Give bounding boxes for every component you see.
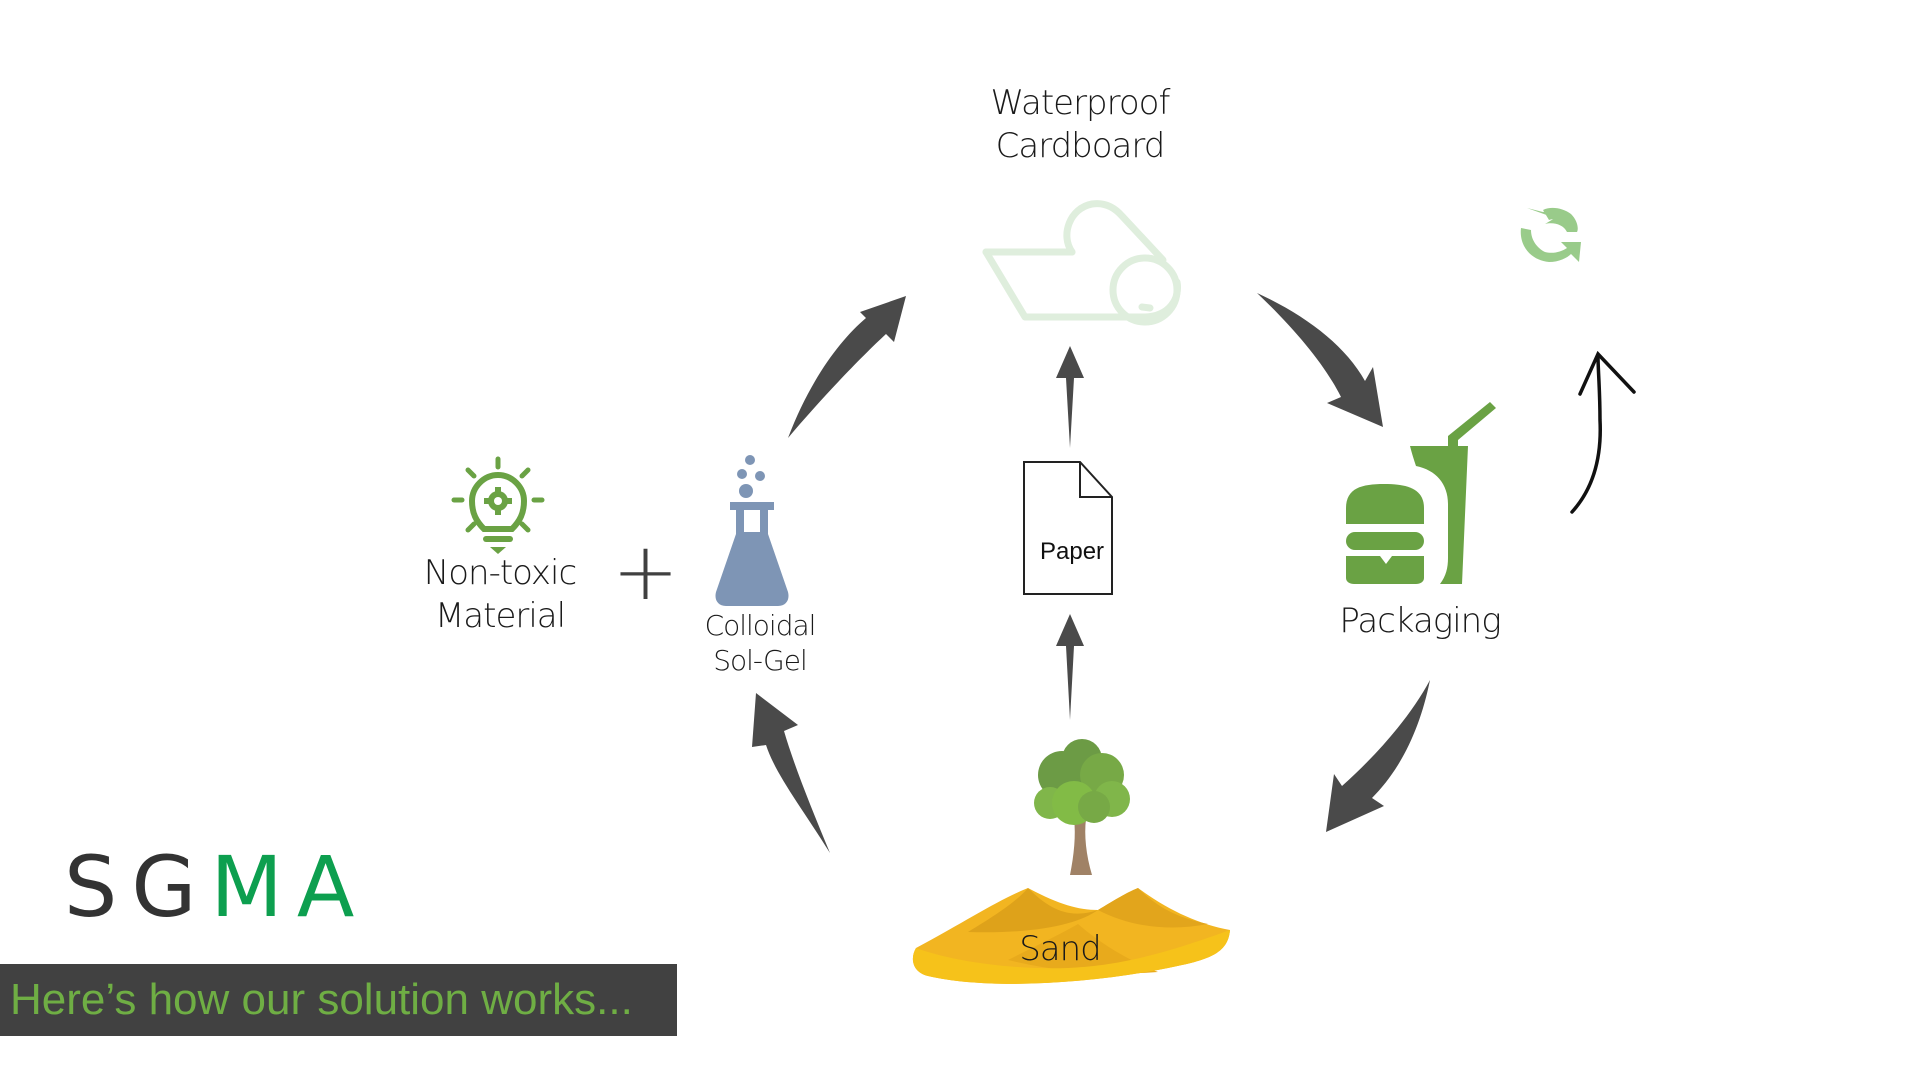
sgma-logo: SGMA [64,838,368,936]
flask-icon [715,455,789,606]
sand-label: Sand [1019,929,1102,969]
burger-drink-icon [1346,402,1496,584]
arrow-sand-to-solgel [752,693,830,853]
tagline-banner: Here’s how our solution works... [0,964,677,1036]
plus-sign: + [612,525,680,618]
tree-icon [1034,739,1130,875]
colloidal-sol-gel-label: Colloidal Sol-Gel [680,608,840,678]
paper-label: Paper [1040,538,1105,565]
paper-roll-icon [982,200,1181,326]
arrow-packaging-to-sand [1326,680,1430,832]
sol-gel-line2: Sol-Gel [713,644,808,677]
arrow-solgel-to-cardboard [788,296,906,438]
recycle-icon [1520,207,1581,262]
document-icon [1023,461,1113,595]
colloidal-line1: Colloidal [704,609,817,642]
arrow-cardboard-to-packaging [1257,293,1383,427]
waterproof-cardboard-line2: Cardboard [995,125,1166,166]
arrow-sand-to-paper [1056,614,1084,720]
non-toxic-line2: Material [434,595,566,636]
paper-node: Paper [1022,460,1114,596]
lightbulb-gear-icon [451,456,545,554]
arrow-packaging-to-recycle [1570,350,1636,514]
waterproof-cardboard-line1: Waterproof [990,83,1171,123]
sand-dunes-icon [912,888,1230,984]
non-toxic-material-label: Non-toxic Material [400,552,600,637]
logo-dark-part: SG [64,838,211,936]
packaging-label: Packaging [1339,601,1501,641]
arrow-paper-to-cardboard [1056,346,1084,448]
waterproof-cardboard-label: Waterproof Cardboard [960,82,1200,167]
non-toxic-line1: Non-toxic [423,553,577,593]
logo-green-part: MA [210,838,369,936]
